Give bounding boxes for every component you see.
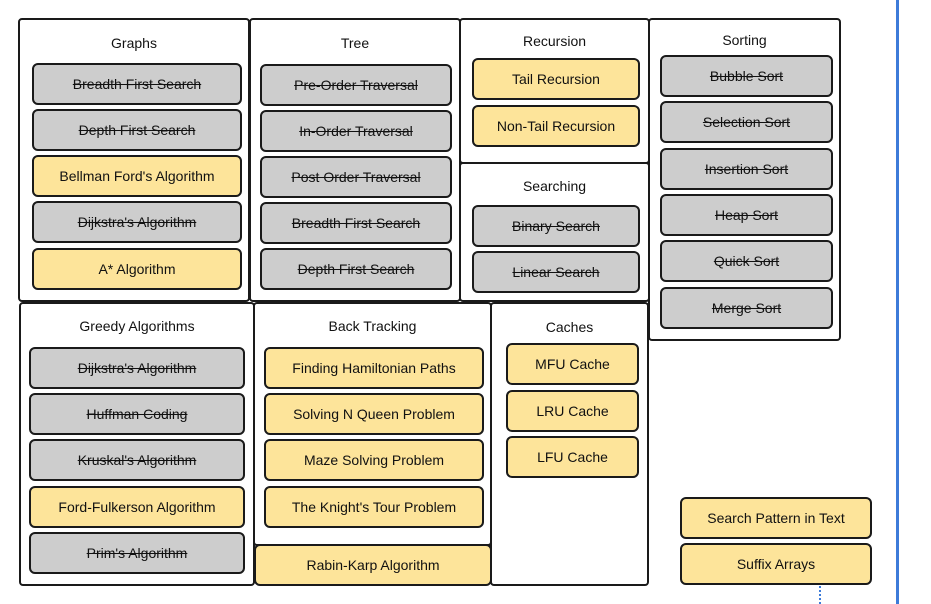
node-merge-sort[interactable]: Merge Sort <box>660 287 833 329</box>
group-title-searching: Searching <box>522 178 587 194</box>
node-depth-first-search[interactable]: Depth First Search <box>32 109 242 151</box>
node-bellman-ford[interactable]: Bellman Ford's Algorithm <box>32 155 242 197</box>
group-graphs: Graphs Breadth First Search Depth First … <box>18 18 250 302</box>
node-tree-depth-first-search[interactable]: Depth First Search <box>260 248 452 290</box>
node-lru-cache[interactable]: LRU Cache <box>506 390 639 432</box>
group-title-caches: Caches <box>545 319 594 335</box>
node-hamiltonian-paths[interactable]: Finding Hamiltonian Paths <box>264 347 484 389</box>
canvas-edge-line <box>896 0 899 604</box>
group-caches: Caches MFU Cache LRU Cache LFU Cache <box>490 302 649 586</box>
node-pre-order-traversal[interactable]: Pre-Order Traversal <box>260 64 452 106</box>
group-sorting: Sorting Bubble Sort Selection Sort Inser… <box>648 18 841 341</box>
node-non-tail-recursion[interactable]: Non-Tail Recursion <box>472 105 640 147</box>
node-binary-search[interactable]: Binary Search <box>472 205 640 247</box>
node-knights-tour[interactable]: The Knight's Tour Problem <box>264 486 484 528</box>
group-back-tracking: Back Tracking Finding Hamiltonian Paths … <box>253 302 492 546</box>
node-selection-sort[interactable]: Selection Sort <box>660 101 833 143</box>
node-post-order-traversal[interactable]: Post Order Traversal <box>260 156 452 198</box>
node-suffix-arrays[interactable]: Suffix Arrays <box>680 543 872 585</box>
node-heap-sort[interactable]: Heap Sort <box>660 194 833 236</box>
node-lfu-cache[interactable]: LFU Cache <box>506 436 639 478</box>
node-insertion-sort[interactable]: Insertion Sort <box>660 148 833 190</box>
node-maze-solving[interactable]: Maze Solving Problem <box>264 439 484 481</box>
node-ford-fulkerson[interactable]: Ford-Fulkerson Algorithm <box>29 486 245 528</box>
node-rabin-karp[interactable]: Rabin-Karp Algorithm <box>254 544 492 586</box>
group-title-greedy: Greedy Algorithms <box>79 318 195 334</box>
node-in-order-traversal[interactable]: In-Order Traversal <box>260 110 452 152</box>
group-title-sorting: Sorting <box>722 32 767 48</box>
node-dijkstra[interactable]: Dijkstra's Algorithm <box>32 201 242 243</box>
group-title-back-tracking: Back Tracking <box>328 318 417 334</box>
node-quick-sort[interactable]: Quick Sort <box>660 240 833 282</box>
group-title-recursion: Recursion <box>522 33 587 49</box>
node-tail-recursion[interactable]: Tail Recursion <box>472 58 640 100</box>
group-title-tree: Tree <box>340 35 370 51</box>
node-breadth-first-search[interactable]: Breadth First Search <box>32 63 242 105</box>
group-recursion: Recursion Tail Recursion Non-Tail Recurs… <box>459 18 650 164</box>
dotted-connector <box>819 586 823 604</box>
node-mfu-cache[interactable]: MFU Cache <box>506 343 639 385</box>
group-tree: Tree Pre-Order Traversal In-Order Traver… <box>249 18 461 302</box>
node-tree-breadth-first-search[interactable]: Breadth First Search <box>260 202 452 244</box>
node-n-queen[interactable]: Solving N Queen Problem <box>264 393 484 435</box>
node-bubble-sort[interactable]: Bubble Sort <box>660 55 833 97</box>
group-searching: Searching Binary Search Linear Search <box>459 162 650 302</box>
node-prim[interactable]: Prim's Algorithm <box>29 532 245 574</box>
node-search-pattern-in-text[interactable]: Search Pattern in Text <box>680 497 872 539</box>
node-linear-search[interactable]: Linear Search <box>472 251 640 293</box>
node-a-star[interactable]: A* Algorithm <box>32 248 242 290</box>
group-title-graphs: Graphs <box>111 35 157 51</box>
node-huffman-coding[interactable]: Huffman Coding <box>29 393 245 435</box>
group-greedy-algorithms: Greedy Algorithms Dijkstra's Algorithm H… <box>19 302 255 586</box>
node-greedy-dijkstra[interactable]: Dijkstra's Algorithm <box>29 347 245 389</box>
node-kruskal[interactable]: Kruskal's Algorithm <box>29 439 245 481</box>
